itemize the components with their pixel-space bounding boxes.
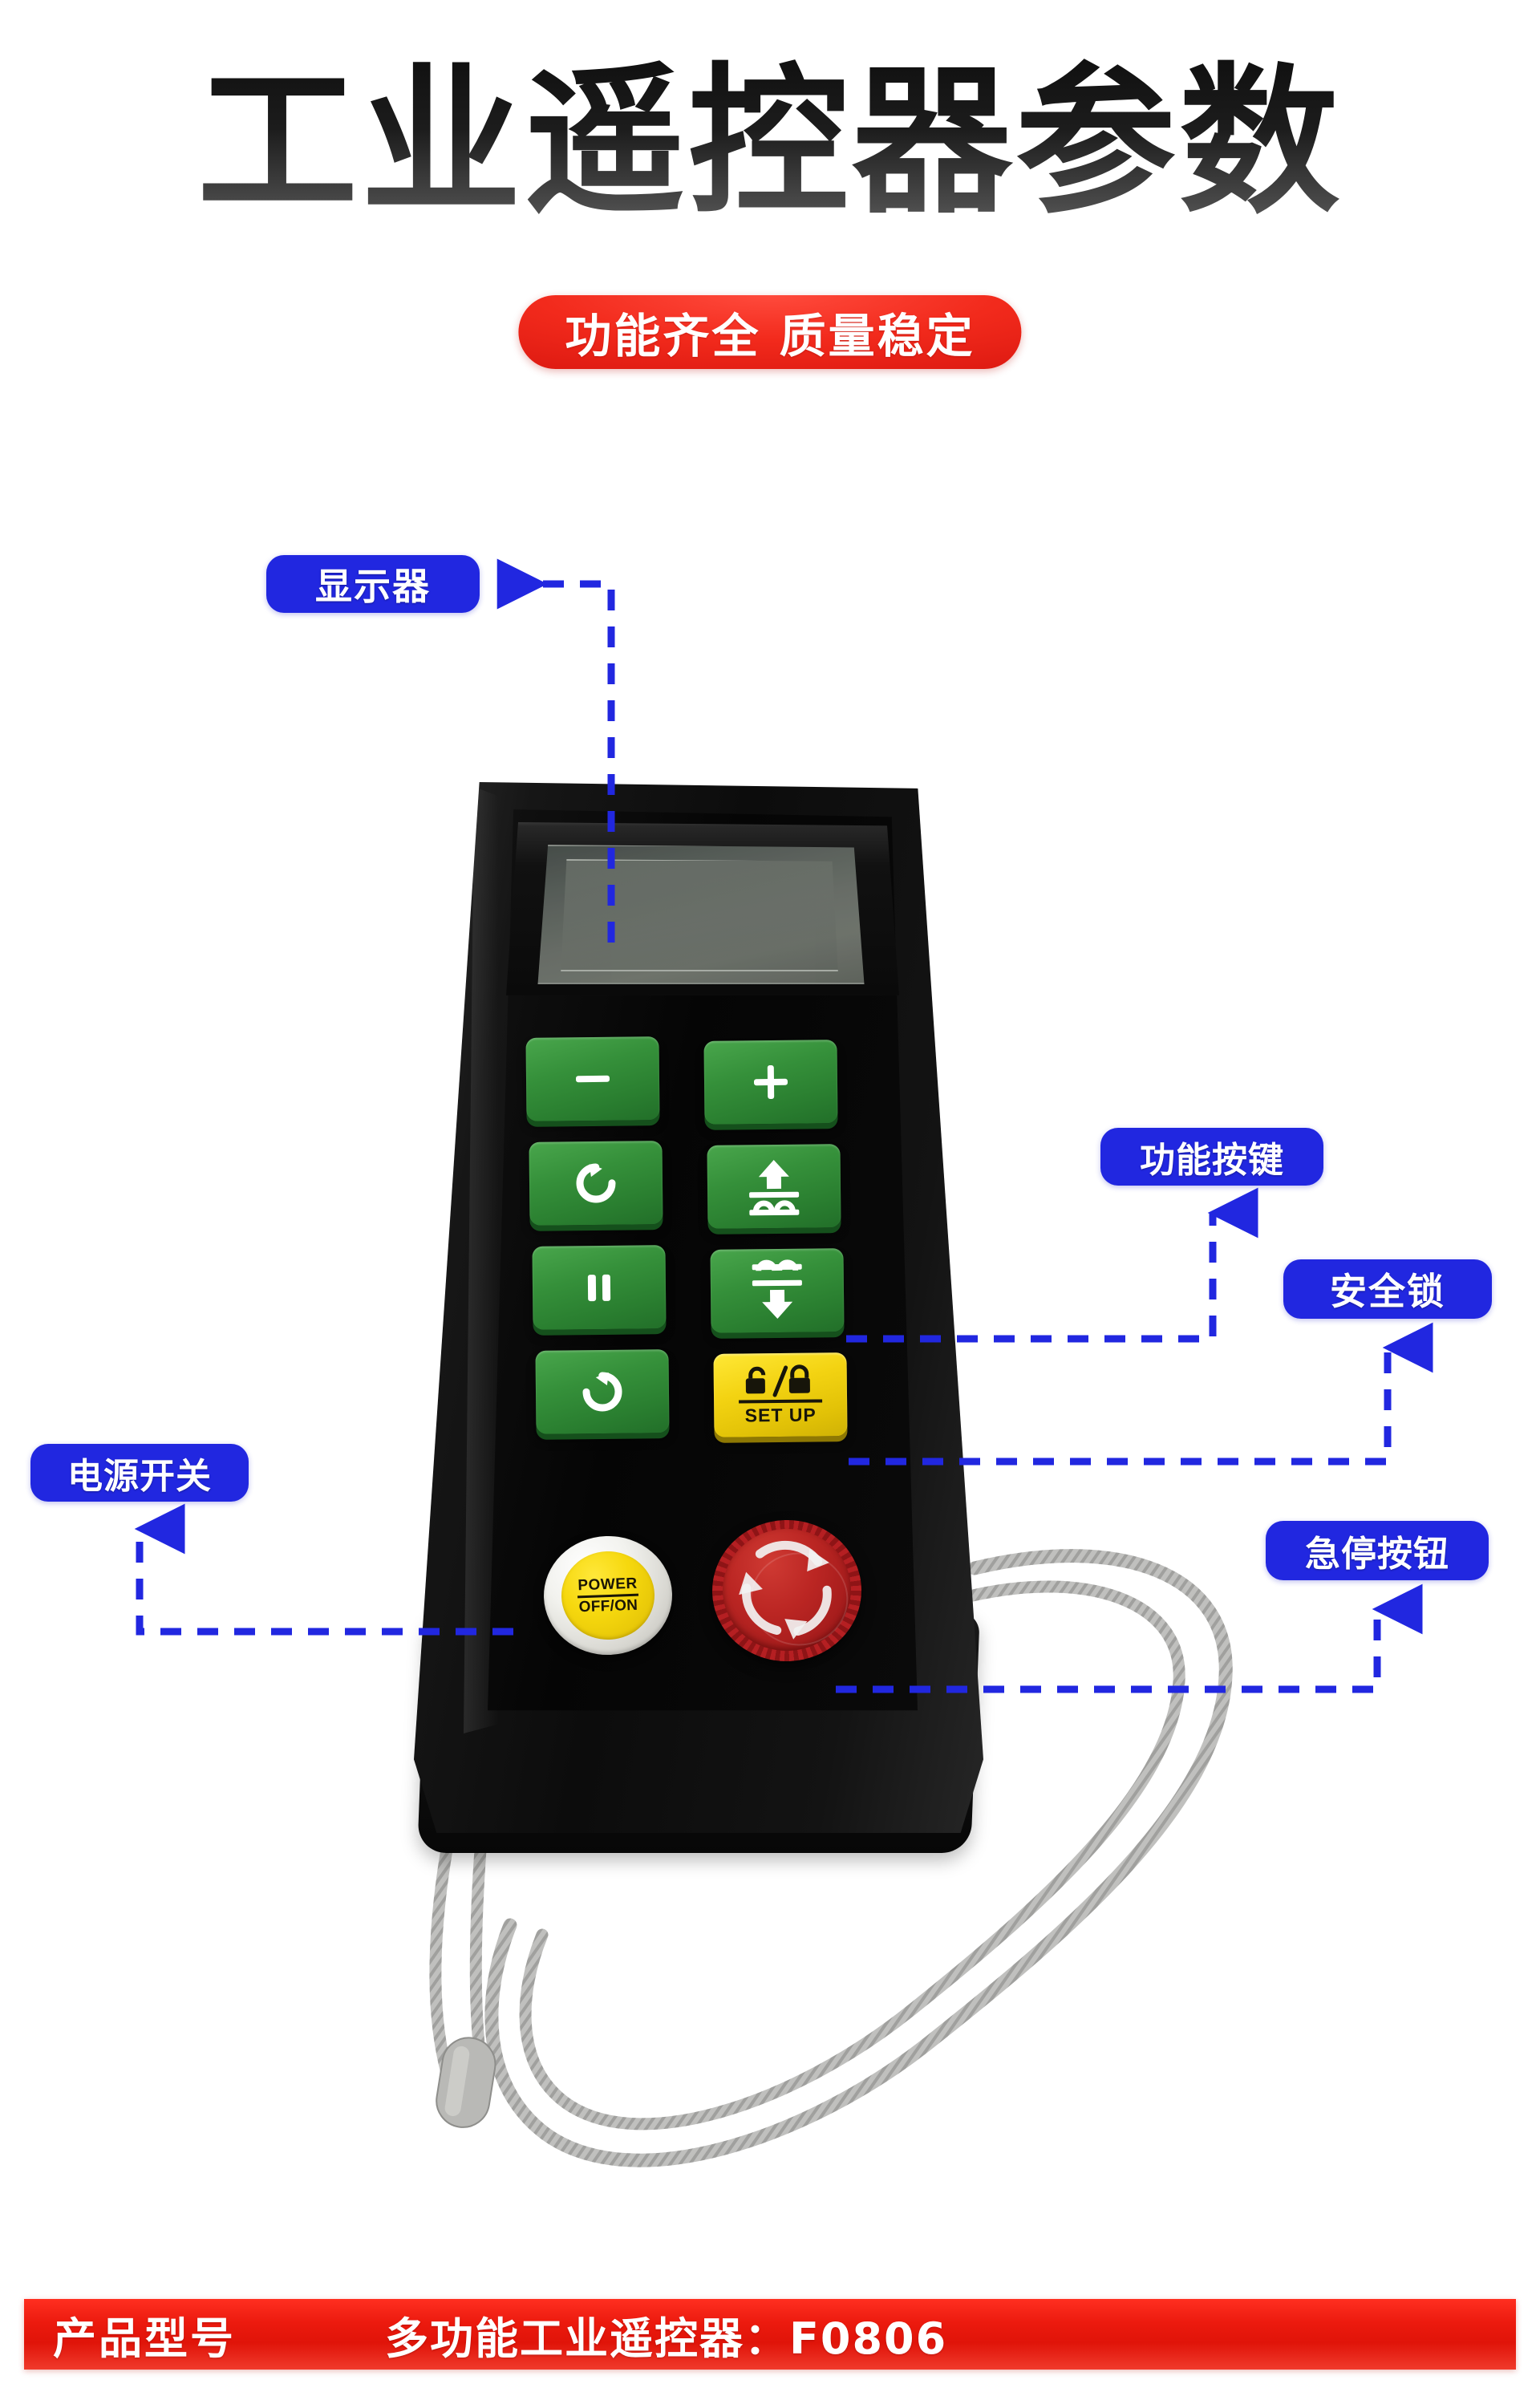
callout-emergency-stop[interactable]: 急停按钮 bbox=[1266, 1521, 1489, 1580]
lower-down-icon bbox=[752, 1259, 802, 1319]
lanyard-tail-left-a bbox=[429, 1829, 456, 2076]
pause-icon bbox=[587, 1274, 611, 1302]
callout-estop-label: 急停按钮 bbox=[1305, 1534, 1449, 1575]
key-rotate-counter-clockwise[interactable] bbox=[535, 1349, 670, 1434]
unlock-lock-icon bbox=[745, 1364, 810, 1397]
industrial-remote-control: SET UP POWER OFF/ON bbox=[414, 782, 983, 1857]
key-lift-up[interactable] bbox=[707, 1144, 841, 1229]
footer-model-value: 多功能工业遥控器：F0806 bbox=[385, 2313, 948, 2364]
minus-icon bbox=[575, 1075, 610, 1083]
subtitle-badge-label: 功能齐全 质量稳定 bbox=[565, 309, 975, 363]
callout-safety-lock[interactable]: 安全锁 bbox=[1283, 1259, 1492, 1319]
power-knob-face: POWER OFF/ON bbox=[560, 1550, 656, 1641]
emergency-stop-cap bbox=[720, 1526, 853, 1653]
key-lower-down[interactable] bbox=[710, 1248, 845, 1333]
callout-power-switch[interactable]: 电源开关 bbox=[30, 1444, 249, 1502]
key-setup-lock[interactable]: SET UP bbox=[713, 1352, 848, 1437]
lcd-display-viewport bbox=[561, 859, 838, 971]
key-rotate-clockwise[interactable] bbox=[529, 1141, 663, 1226]
callout-safety-label: 安全锁 bbox=[1330, 1270, 1445, 1313]
callout-display-label: 显示器 bbox=[315, 565, 431, 608]
plus-icon bbox=[753, 1064, 788, 1100]
footer-model-label: 产品型号 bbox=[53, 2313, 236, 2364]
lanyard-loop-outer bbox=[484, 1549, 1233, 2167]
callout-function-label: 功能按键 bbox=[1140, 1140, 1284, 1181]
callout-power-label: 电源开关 bbox=[67, 1456, 212, 1497]
lanyard-cinch-bead bbox=[436, 2037, 496, 2128]
key-pause[interactable] bbox=[532, 1245, 667, 1330]
power-knob-line2: OFF/ON bbox=[578, 1596, 638, 1616]
page-title: 工业遥控器参数 bbox=[0, 56, 1540, 229]
rotate-clockwise-icon bbox=[576, 1163, 616, 1203]
lanyard-tail-left-b bbox=[469, 1832, 488, 2073]
twist-to-release-arrows-icon bbox=[739, 1540, 832, 1640]
lift-up-icon bbox=[749, 1160, 800, 1216]
subtitle-badge: 功能齐全 质量稳定 bbox=[518, 295, 1022, 369]
header-section: 工业遥控器参数 功能齐全 质量稳定 bbox=[0, 0, 1540, 417]
footer-model-bar: 产品型号 多功能工业遥控器：F0806 bbox=[24, 2299, 1516, 2370]
setup-lock-rule bbox=[739, 1398, 823, 1404]
power-knob-line1: POWER bbox=[578, 1575, 638, 1595]
emergency-stop[interactable] bbox=[709, 1517, 865, 1664]
key-minus[interactable] bbox=[525, 1036, 660, 1121]
rotate-counter-clockwise-icon bbox=[582, 1372, 622, 1412]
key-setup-lock-label: SET UP bbox=[744, 1404, 817, 1425]
key-plus[interactable] bbox=[703, 1040, 838, 1125]
callout-function-keys[interactable]: 功能按键 bbox=[1100, 1128, 1323, 1186]
callout-display[interactable]: 显示器 bbox=[266, 555, 480, 613]
